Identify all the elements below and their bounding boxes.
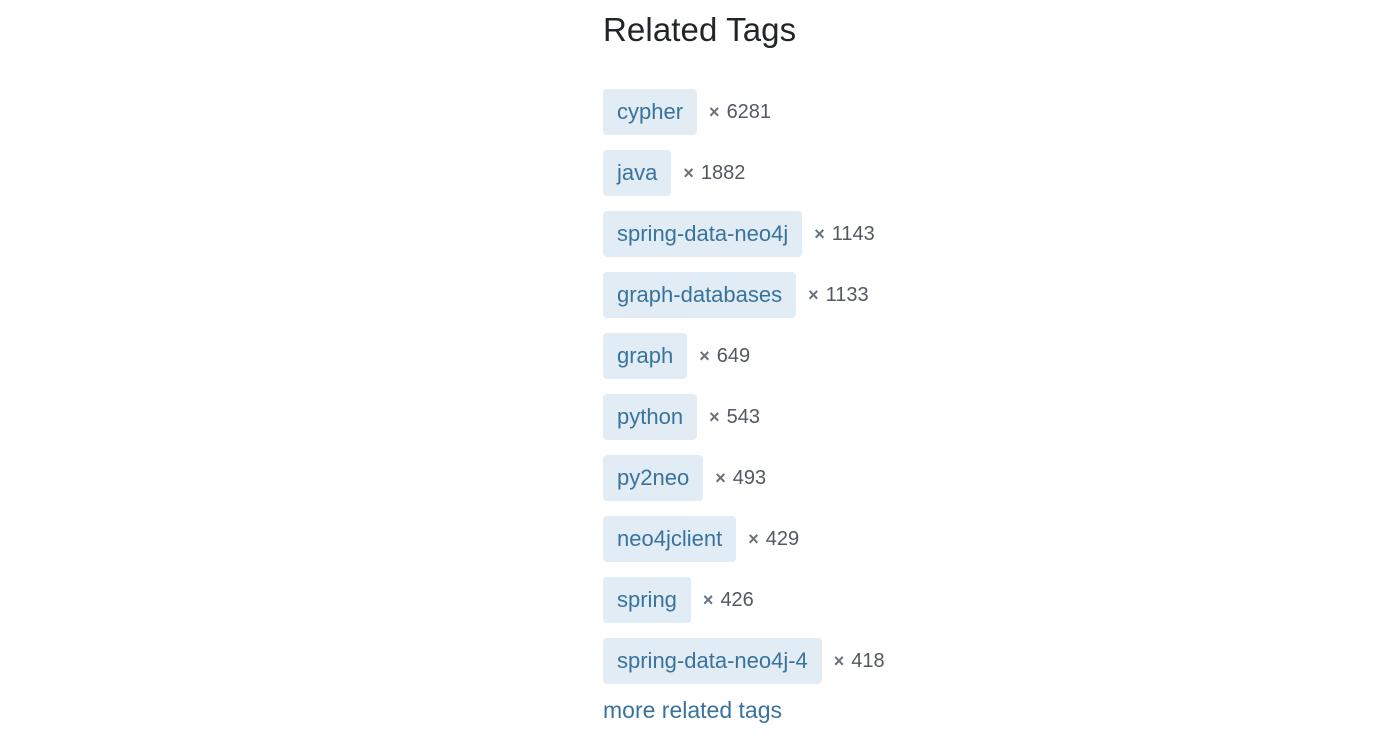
more-related-tags-link[interactable]: more related tags <box>603 697 782 723</box>
tag-row: spring-data-neo4j × 1143 <box>603 211 1203 257</box>
multiplier-icon: × <box>808 284 819 305</box>
multiplier-icon: × <box>702 589 714 610</box>
section-title: Related Tags <box>603 11 797 48</box>
tag-row: graph × 649 <box>603 333 1203 379</box>
tag-spring[interactable]: spring <box>603 577 691 623</box>
multiplier-icon: × <box>748 528 759 549</box>
tag-neo4jclient[interactable]: neo4jclient <box>603 516 737 562</box>
tag-count-value: 6281 <box>726 100 772 123</box>
multiplier-icon: × <box>699 345 710 366</box>
tag-list: cypher × 6281 java × 1882 spring-data-neo4… <box>603 89 1203 684</box>
tag-count: × 493 <box>715 467 766 490</box>
tag-row: graph-databases × 1133 <box>603 272 1203 318</box>
tag-count-value: 649 <box>716 344 751 367</box>
tag-graph[interactable]: graph <box>603 333 688 379</box>
multiplier-icon: × <box>814 223 825 244</box>
tag-count-value: 493 <box>732 466 767 489</box>
tag-count: × 649 <box>699 345 750 368</box>
multiplier-icon: × <box>683 162 694 183</box>
tag-row: python × 543 <box>603 394 1203 440</box>
tag-row: cypher × 6281 <box>603 89 1203 135</box>
tag-count-value: 1143 <box>831 222 875 245</box>
multiplier-icon: × <box>709 101 720 122</box>
related-tags-panel: Related Tags cypher × 6281 java × 1882 spr… <box>603 0 1203 724</box>
tag-count-value: 1882 <box>700 161 746 184</box>
tag-count: × 1133 <box>808 284 869 307</box>
tag-spring-data-neo4j[interactable]: spring-data-neo4j <box>603 211 803 257</box>
tag-count-value: 426 <box>720 588 754 611</box>
tag-py2neo[interactable]: py2neo <box>603 455 704 501</box>
tag-count: × 6281 <box>709 101 771 124</box>
tag-row: spring-data-neo4j-4 × 418 <box>603 638 1203 684</box>
tag-row: spring × 426 <box>603 577 1203 623</box>
tag-count-value: 429 <box>765 527 800 550</box>
tag-count: × 429 <box>748 528 799 551</box>
tag-count: × 418 <box>834 650 885 673</box>
tag-count-value: 543 <box>726 405 760 428</box>
multiplier-icon: × <box>833 650 845 671</box>
tag-row: neo4jclient × 429 <box>603 516 1203 562</box>
tag-count: × 1882 <box>683 162 745 185</box>
tag-row: java × 1882 <box>603 150 1203 196</box>
tag-java[interactable]: java <box>603 150 672 196</box>
tag-python[interactable]: python <box>603 394 698 440</box>
multiplier-icon: × <box>715 467 726 488</box>
tag-cypher[interactable]: cypher <box>603 89 698 135</box>
tag-graph-databases[interactable]: graph-databases <box>603 272 797 318</box>
multiplier-icon: × <box>709 406 720 427</box>
tag-count: × 1143 <box>814 223 875 246</box>
tag-count: × 426 <box>703 589 754 612</box>
tag-count: × 543 <box>709 406 760 429</box>
tag-count-value: 1133 <box>825 283 869 306</box>
tag-row: py2neo × 493 <box>603 455 1203 501</box>
tag-spring-data-neo4j-4[interactable]: spring-data-neo4j-4 <box>603 638 822 684</box>
tag-count-value: 418 <box>851 649 885 672</box>
